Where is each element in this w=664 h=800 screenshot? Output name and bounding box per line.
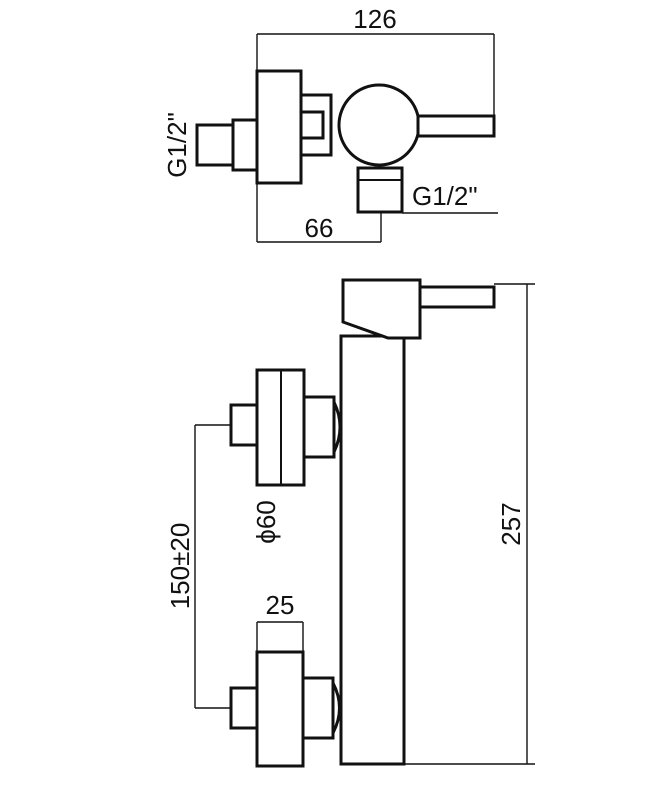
dimension-126: 126 (256, 4, 495, 115)
upper-coupling (302, 395, 336, 459)
dimension-150: 150±20 (165, 424, 231, 709)
dim-label-150: 150±20 (165, 523, 195, 610)
lower-inlet (229, 650, 341, 768)
lower-inlet-nut (229, 686, 261, 730)
mixer-head (341, 278, 422, 340)
dimension-257: 257 (404, 283, 535, 765)
mixer-body-circle (337, 83, 421, 167)
dim-label-126: 126 (353, 4, 396, 34)
dim-label-25: 25 (266, 590, 295, 620)
top-view: 126 G1/2" G1/2" 66 (162, 4, 498, 243)
escutcheon-top (255, 69, 303, 185)
lever-handle-top (416, 114, 496, 138)
left-inlet-nut (195, 123, 235, 167)
lower-coupling (301, 676, 335, 740)
dim-label-diameter-60: ϕ60 (251, 500, 281, 543)
side-view: 257 150±20 ϕ60 (165, 278, 535, 768)
left-thread-label: G1/2" (162, 112, 192, 178)
lower-coupling-cap (331, 682, 341, 734)
dimension-25: 25 (256, 590, 304, 652)
bottom-thread-label: G1/2" (412, 181, 478, 211)
lever-handle-side (418, 285, 496, 309)
upper-inlet-nut (229, 403, 261, 447)
dimension-66: 66 (256, 183, 382, 243)
dim-label-66: 66 (305, 213, 334, 243)
coupling-inner-top (299, 110, 325, 140)
bottom-outlet (356, 166, 404, 214)
mixer-body-column (339, 334, 406, 766)
lower-escutcheon (255, 650, 305, 768)
upper-inlet (229, 368, 342, 487)
upper-coupling-cap (332, 401, 342, 453)
left-inlet-collar (231, 118, 259, 172)
dim-label-257: 257 (496, 502, 526, 545)
